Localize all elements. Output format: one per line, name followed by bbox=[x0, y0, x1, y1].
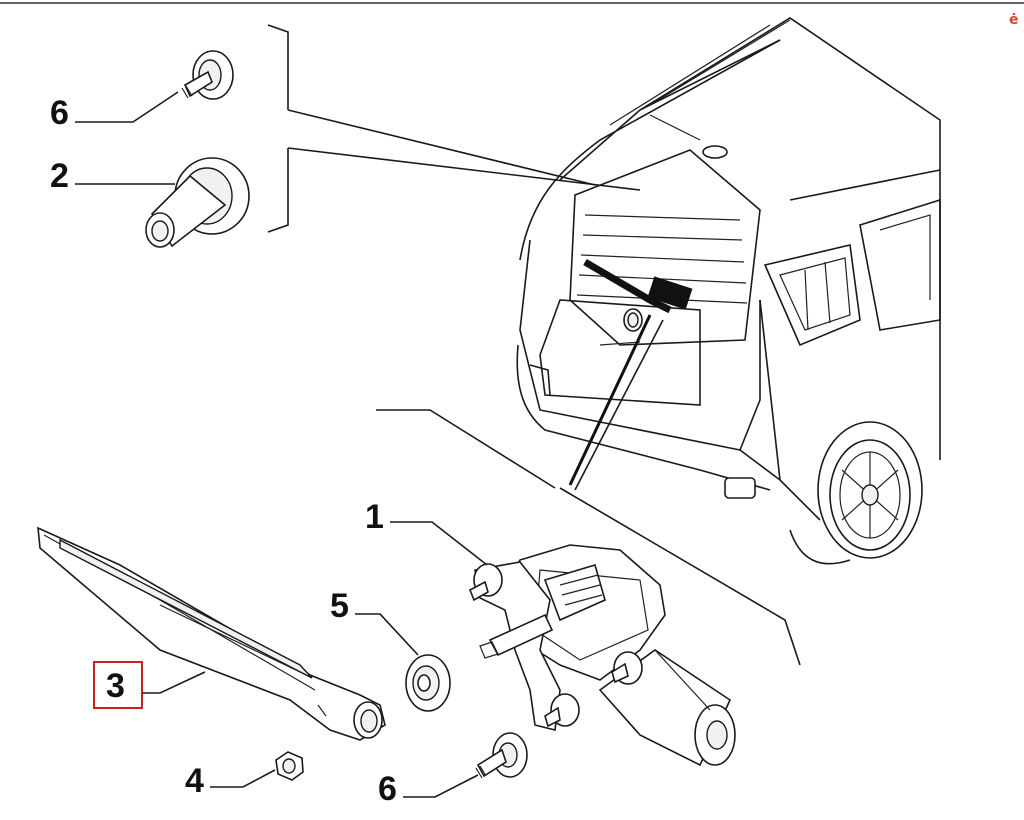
callout-3: 3 bbox=[106, 667, 125, 705]
part-4-nut bbox=[275, 751, 304, 781]
part-1-wiper-motor bbox=[468, 544, 736, 767]
section-line-2 bbox=[559, 487, 801, 666]
part-6-bolt-bottom bbox=[475, 732, 528, 779]
callout-3-highlight-box bbox=[93, 661, 143, 709]
leader-5 bbox=[355, 613, 419, 656]
part-3-wiper-arm bbox=[37, 526, 386, 741]
leader-4 bbox=[210, 769, 276, 788]
leader-6-bottom bbox=[403, 774, 479, 798]
car-rear-illustration bbox=[516, 17, 941, 565]
callout-5: 5 bbox=[330, 587, 349, 625]
section-line bbox=[376, 409, 556, 489]
leader-3 bbox=[142, 671, 206, 694]
part-6-bolt-top bbox=[181, 50, 234, 100]
part-2-grommet bbox=[145, 157, 250, 248]
motor-leader-line bbox=[574, 319, 664, 491]
leader-1 bbox=[390, 521, 488, 566]
callout-1: 1 bbox=[365, 498, 384, 536]
callout-2: 2 bbox=[50, 157, 69, 195]
group-bracket bbox=[267, 24, 641, 233]
corner-mark-icon: ė bbox=[1009, 12, 1019, 28]
leader-6-top bbox=[75, 91, 179, 123]
part-5-seal bbox=[405, 654, 451, 712]
callout-6-bottom: 6 bbox=[378, 770, 397, 808]
callout-4: 4 bbox=[185, 762, 204, 800]
callout-6-top: 6 bbox=[50, 94, 69, 132]
